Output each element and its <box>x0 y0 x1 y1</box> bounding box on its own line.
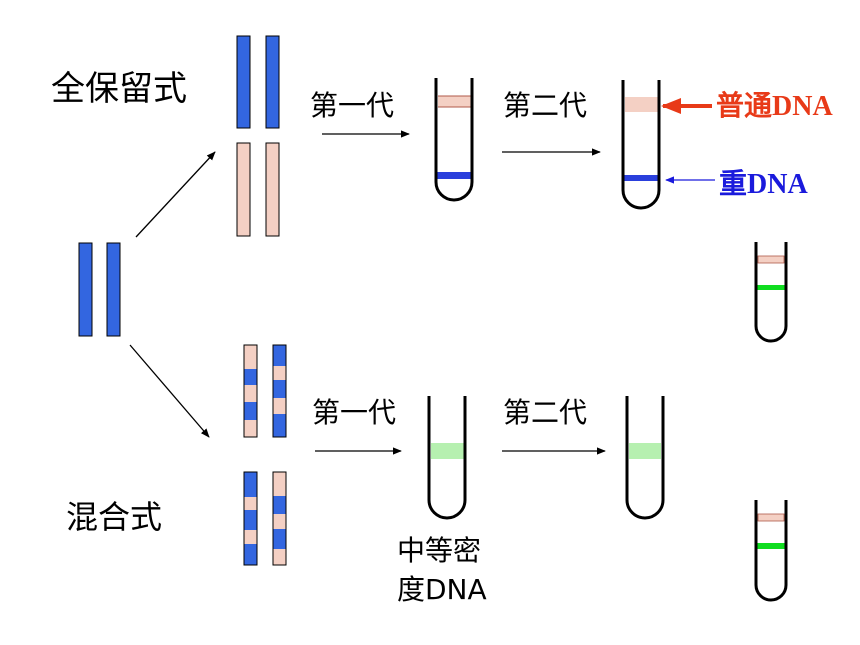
test-tube <box>625 396 665 520</box>
conservative-light-pair <box>236 142 280 237</box>
test-tube <box>434 78 474 202</box>
heavy-dna-label: 重DNA <box>719 168 808 200</box>
dispersive-pair-upper <box>243 344 287 438</box>
light-band <box>757 513 785 522</box>
tube-side-lower <box>754 500 788 602</box>
test-tube <box>754 500 788 602</box>
light-dna-label: 普通DNA <box>716 90 833 122</box>
tube-dispersive-gen2 <box>625 396 665 520</box>
heavy-strand <box>236 35 251 129</box>
dispersive-pair-lower <box>243 471 287 566</box>
mixed-strand <box>272 344 287 438</box>
test-tube <box>621 80 661 210</box>
arrow-to-conservative <box>135 151 216 238</box>
tube-conservative-gen2 <box>621 80 661 210</box>
gen2-label-top: 第二代 <box>503 89 587 122</box>
parent-dna <box>78 242 121 337</box>
light-band <box>625 97 658 112</box>
conservative-label: 全保留式 <box>51 69 187 109</box>
parent-strand-left <box>78 242 93 337</box>
light-strand <box>236 142 251 237</box>
test-tube <box>754 242 788 343</box>
medium-band <box>629 443 661 459</box>
heavy-strand <box>265 35 280 129</box>
heavy-band <box>624 175 659 181</box>
heavy-band <box>437 172 472 179</box>
gen2-label-bottom: 第二代 <box>503 396 587 429</box>
mixed-strand <box>243 344 258 438</box>
light-band <box>757 255 785 264</box>
medium-band <box>431 443 464 459</box>
mixed-strand <box>272 471 287 566</box>
gen1-label-bottom: 第一代 <box>312 396 396 429</box>
mixed-strand <box>243 471 258 566</box>
green-band <box>757 543 785 549</box>
conservative-heavy-pair <box>236 35 280 129</box>
gen1-label-top: 第一代 <box>310 89 394 122</box>
parent-strand-right <box>106 242 121 337</box>
medium-dna-label-line1: 中等密 <box>397 534 481 567</box>
tube-dispersive-gen1 <box>427 396 467 520</box>
tube-conservative-gen1 <box>434 78 474 202</box>
light-strand <box>265 142 280 237</box>
medium-dna-label-line2: 度DNA <box>397 573 487 606</box>
green-band <box>757 285 785 290</box>
light-band <box>438 96 471 107</box>
test-tube <box>427 396 467 520</box>
arrow-to-dispersive <box>129 344 210 438</box>
dispersive-label: 混合式 <box>66 498 162 536</box>
tube-side-upper <box>754 242 788 343</box>
medium-dna-label-line2-text: 度DNA <box>397 573 487 606</box>
